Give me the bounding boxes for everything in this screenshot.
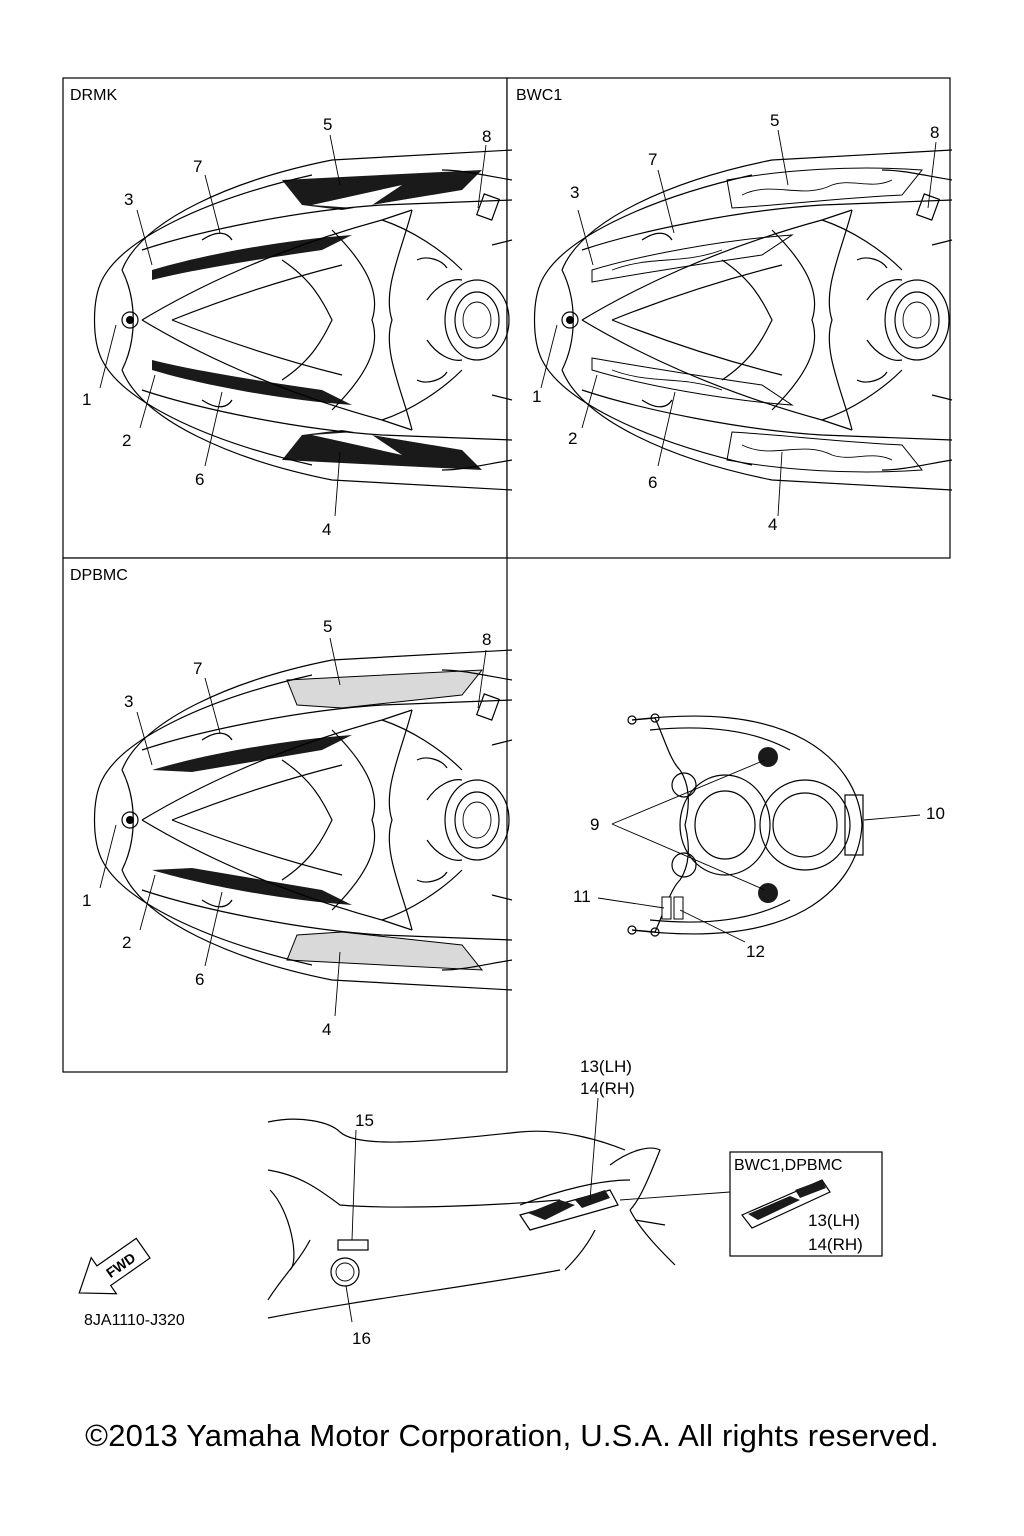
svg-text:14(RH): 14(RH) [580,1079,635,1098]
svg-text:4: 4 [322,520,331,539]
svg-text:4: 4 [768,515,777,534]
svg-text:2: 2 [122,933,131,952]
leaders-bwc1 [540,129,937,517]
svg-text:5: 5 [323,115,332,134]
svg-text:BWC1,DPBMC: BWC1,DPBMC [734,1157,842,1174]
svg-text:1: 1 [82,390,91,409]
copyright-notice: ©2013 Yamaha Motor Corporation, U.S.A. A… [85,1418,939,1453]
panel-frame-dpbmc [62,557,508,1073]
leaders-dpbmc [99,637,487,1017]
svg-text:7: 7 [193,659,202,678]
svg-text:9: 9 [590,815,599,834]
leaders-deck [597,759,921,943]
svg-text:13(LH): 13(LH) [808,1211,860,1230]
panel-frame-bwc1 [506,77,951,559]
svg-text:8: 8 [930,123,939,142]
svg-text:11: 11 [573,887,591,906]
decal-variant-inset: BWC1,DPBMC 13(LH) 14(RH) [729,1151,883,1257]
panel-code-bwc1: BWC1 [516,87,562,104]
svg-text:8: 8 [482,127,491,146]
svg-text:2: 2 [568,429,577,448]
panel-code-drmk: DRMK [70,87,117,104]
svg-text:6: 6 [195,970,204,989]
svg-text:3: 3 [124,190,133,209]
svg-text:1: 1 [82,891,91,910]
svg-text:FWD: FWD [103,1249,138,1280]
svg-text:12: 12 [746,942,765,961]
callouts-dpbmc: 1 2 3 4 5 6 7 8 [82,617,491,1039]
svg-text:13(LH): 13(LH) [580,1057,632,1076]
drawing-part-code: 8JA1110-J320 [84,1312,185,1329]
callouts-deck: 9 10 11 12 [573,804,945,961]
callouts-drmk: 1 2 3 4 5 6 7 8 [82,115,491,539]
svg-text:1: 1 [532,387,541,406]
svg-text:14(RH): 14(RH) [808,1235,863,1254]
svg-text:5: 5 [770,111,779,130]
leaders-side [345,1097,801,1323]
deck-top-view [627,713,864,937]
svg-text:5: 5 [323,617,332,636]
svg-text:4: 4 [322,1020,331,1039]
callouts-bwc1: 1 2 3 4 5 6 7 8 [532,111,939,534]
forward-arrow-icon: FWD [78,1237,151,1295]
svg-text:2: 2 [122,431,131,450]
svg-text:15: 15 [355,1111,374,1130]
svg-text:8: 8 [482,630,491,649]
svg-text:10: 10 [926,804,945,823]
panel-code-dpbmc: DPBMC [70,567,128,584]
svg-text:6: 6 [648,473,657,492]
svg-text:7: 7 [193,157,202,176]
svg-text:7: 7 [648,150,657,169]
svg-text:16: 16 [352,1329,371,1348]
svg-text:3: 3 [124,692,133,711]
svg-text:3: 3 [570,183,579,202]
svg-text:6: 6 [195,470,204,489]
leaders-drmk [99,134,487,517]
side-view [267,1118,676,1319]
panel-frame-drmk [62,77,508,559]
callouts-side: 13(LH) 14(RH) 15 16 [352,1057,635,1348]
